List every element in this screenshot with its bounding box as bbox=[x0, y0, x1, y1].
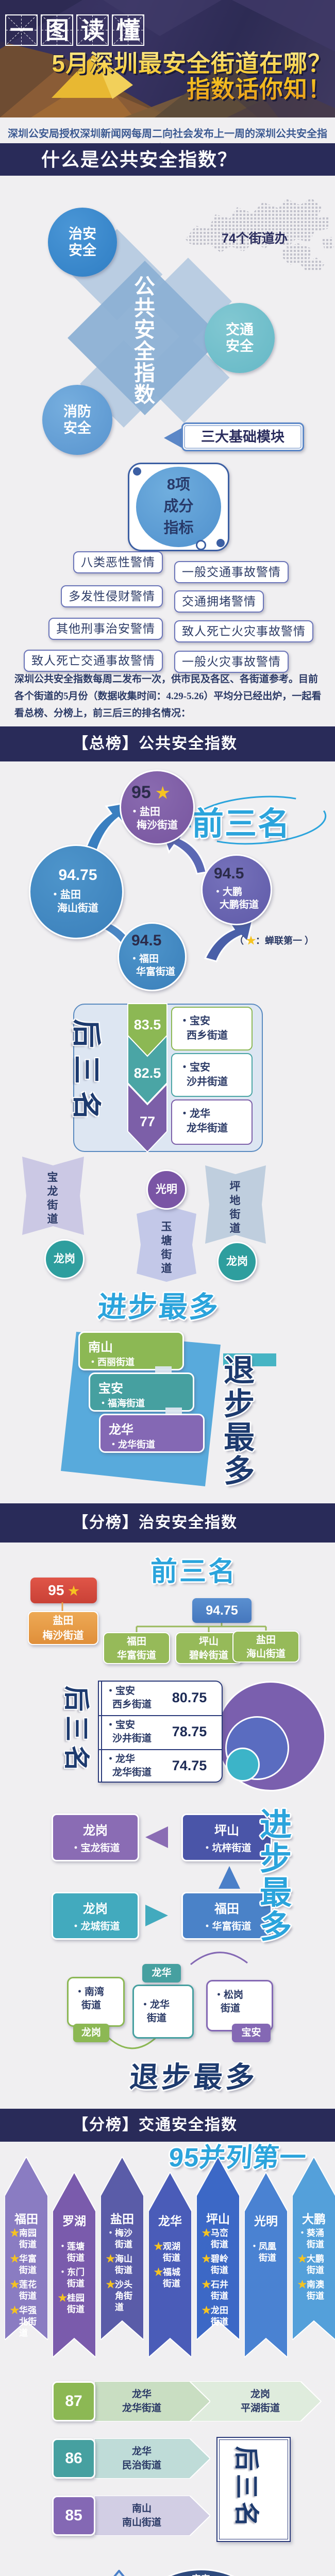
svg-text:82.5: 82.5 bbox=[134, 1065, 161, 1081]
svg-text:一: 一 bbox=[10, 17, 34, 44]
svg-text:83.5: 83.5 bbox=[134, 1017, 161, 1032]
svg-text:懂: 懂 bbox=[116, 17, 140, 44]
svg-text:77: 77 bbox=[140, 1114, 155, 1129]
svg-text:图: 图 bbox=[45, 17, 69, 44]
svg-text:读: 读 bbox=[81, 17, 105, 44]
